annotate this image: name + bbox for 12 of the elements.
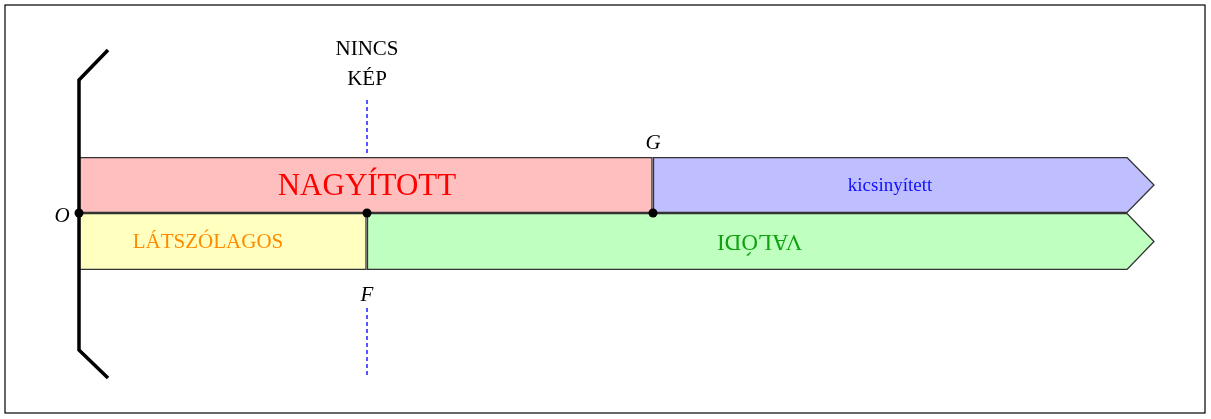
reduced-band — [653, 157, 1155, 213]
point-label: F — [359, 281, 375, 308]
point-label: G — [644, 129, 662, 156]
no-image-label: NINCS KÉP — [334, 35, 400, 92]
virtual-band — [79, 213, 367, 270]
band-label: VALÓDI — [717, 228, 803, 255]
band-label: LÁTSZÓLAGOS — [132, 229, 284, 254]
band-label: kicsinyített — [847, 174, 933, 196]
real-band — [367, 213, 1155, 270]
band-label: NAGYÍTOTT — [277, 167, 457, 203]
point-label: O — [53, 202, 71, 229]
magnified-band — [79, 157, 653, 213]
